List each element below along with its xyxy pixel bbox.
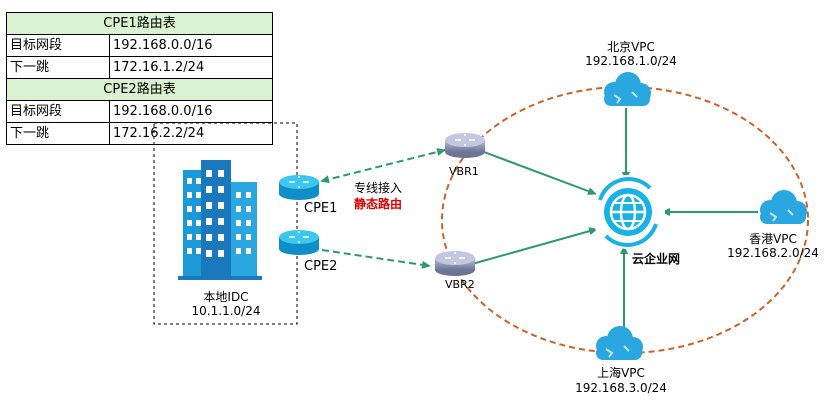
beijing-vpc-cidr: 192.168.1.0/24: [585, 54, 677, 68]
link-vbr1-cen: [483, 151, 597, 195]
vbr2-label: VBR2: [445, 278, 475, 291]
cen-globe-icon[interactable]: [591, 175, 665, 249]
table-cell: 目标网段: [6, 100, 110, 123]
table-cell: 192.168.0.0/16: [109, 100, 273, 123]
vbr1-label: VBR1: [449, 165, 479, 178]
idc-cidr: 10.1.1.0/24: [191, 304, 261, 318]
cen-label: 云企业网: [632, 252, 681, 266]
idc-boundary: [153, 122, 298, 325]
cpe2-router-icon[interactable]: [279, 230, 319, 255]
cen-ring: [441, 86, 809, 354]
hongkong-cloud-icon[interactable]: [760, 190, 807, 224]
link-cpe2-vbr2: [321, 249, 431, 269]
table-cell: 目标网段: [6, 34, 110, 57]
shanghai-vpc-cidr: 192.168.3.0/24: [575, 381, 667, 395]
beijing-cloud-icon[interactable]: [604, 72, 651, 106]
table-cell: 172.16.2.2/24: [109, 122, 273, 145]
building-icon: [178, 160, 262, 280]
shanghai-vpc-name: 上海VPC: [597, 366, 645, 380]
cpe2-label: CPE2: [304, 259, 338, 274]
table-title: CPE2路由表: [6, 78, 273, 101]
link-label: 专线接入: [354, 181, 403, 195]
link-vbr2-cen: [471, 227, 598, 265]
hongkong-vpc-cidr: 192.168.2.0/24: [727, 246, 819, 260]
hongkong-vpc-name: 香港VPC: [749, 232, 797, 246]
cpe1-router-icon[interactable]: [279, 175, 319, 200]
idc-name: 本地IDC: [203, 290, 249, 304]
vbr1-router-icon[interactable]: [445, 133, 485, 158]
table-cell: 下一跳: [6, 122, 110, 145]
table-cell: 下一跳: [6, 56, 110, 79]
table-title: CPE1路由表: [6, 12, 273, 35]
beijing-vpc-name: 北京VPC: [607, 40, 655, 54]
vbr2-router-icon[interactable]: [435, 251, 475, 276]
cpe1-label: CPE1: [304, 201, 338, 216]
shanghai-cloud-icon[interactable]: [596, 326, 643, 360]
link-cpe1-vbr1: [320, 148, 446, 184]
table-cell: 172.16.1.2/24: [109, 56, 273, 79]
table-cell: 192.168.0.0/16: [109, 34, 273, 57]
static-route-label: 静态路由: [354, 197, 403, 211]
